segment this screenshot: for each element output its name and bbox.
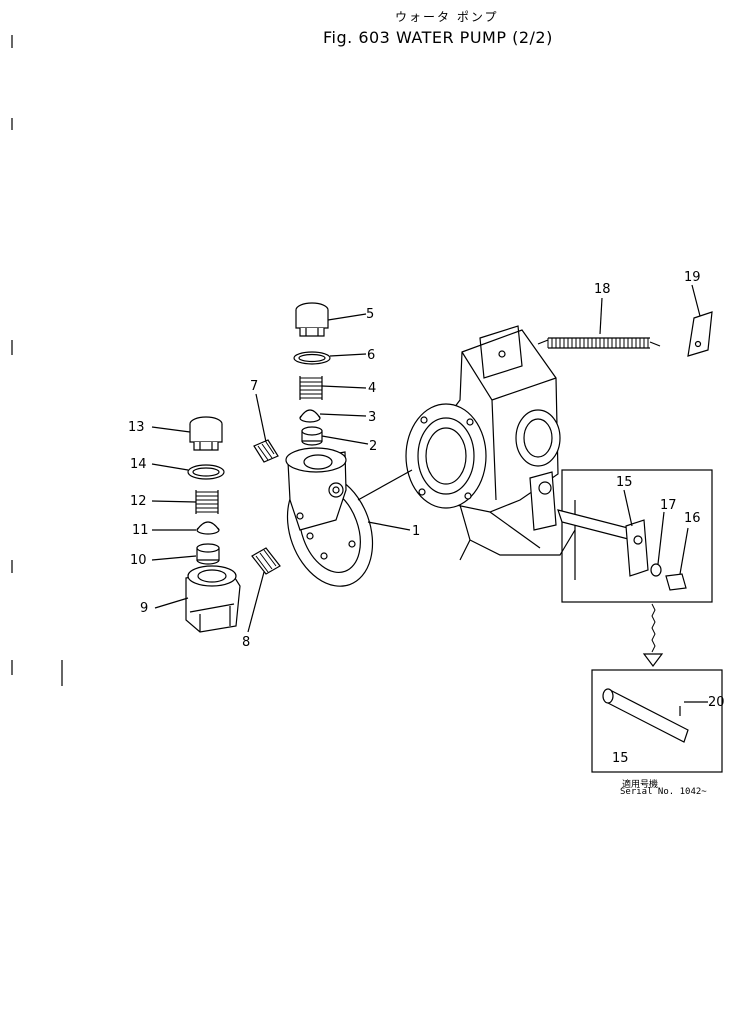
margin-marks: [11, 35, 63, 686]
label-20: 20: [708, 695, 725, 710]
label-9: 9: [140, 601, 148, 616]
figure-title: Fig. 603 WATER PUMP (2/2): [323, 28, 553, 47]
label-5: 5: [366, 307, 374, 322]
label-15-variant: 15: [612, 751, 629, 766]
label-2: 2: [369, 439, 377, 454]
label-16: 16: [684, 511, 701, 526]
part-2-valve-seat: [301, 426, 323, 446]
label-10: 10: [130, 553, 147, 568]
part-4-spring: [299, 376, 323, 400]
part-6-gasket: [293, 351, 331, 365]
part-19-bracket: [687, 311, 713, 357]
part-14-gasket: [187, 464, 225, 480]
part-11-valve: [196, 521, 220, 535]
label-14: 14: [130, 457, 147, 472]
part-18-spring: [537, 337, 661, 349]
leader-lines: [151, 284, 708, 703]
label-15: 15: [616, 475, 633, 490]
label-13: 13: [128, 420, 145, 435]
detail-box-serial-variant: [591, 669, 723, 773]
part-labels: 1 2 3 4 5 6 7 8 9 10 11 12 13 14 15 15 1…: [128, 270, 725, 766]
label-18: 18: [594, 282, 611, 297]
part-8-plug: [251, 547, 281, 575]
pump-housing: [405, 325, 576, 580]
label-11: 11: [132, 523, 149, 538]
part-7-plug: [253, 439, 279, 463]
label-4: 4: [368, 381, 376, 396]
part-1-pump-body: [285, 447, 374, 587]
label-17: 17: [660, 498, 677, 513]
applicable-serial-number: Serial No. 1042~: [620, 787, 707, 797]
part-5-plug: [295, 302, 329, 337]
label-19: 19: [684, 270, 701, 285]
label-1: 1: [412, 524, 420, 539]
part-12-spring: [195, 490, 219, 514]
part-10-valve-seat: [196, 543, 220, 565]
label-6: 6: [367, 348, 375, 363]
label-7: 7: [250, 379, 258, 394]
title-japanese: ウォータ ポンプ: [395, 10, 499, 24]
part-3-valve: [299, 409, 321, 423]
applicable-serial-label-jp: 適用号機: [622, 780, 659, 790]
detail-arrow: [642, 603, 664, 667]
label-8: 8: [242, 635, 250, 650]
label-3: 3: [368, 410, 376, 425]
detail-box-pin: [557, 469, 713, 603]
part-13-plug: [189, 416, 223, 451]
label-12: 12: [130, 494, 147, 509]
part-9-valve-housing: [185, 565, 241, 633]
